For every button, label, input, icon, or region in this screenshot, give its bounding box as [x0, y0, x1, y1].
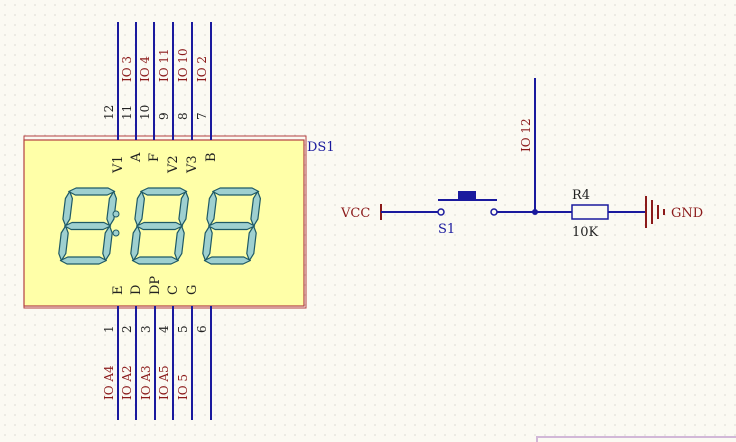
pin-number-2: 2 [120, 325, 134, 333]
pin-name-d: D [129, 285, 144, 295]
digit-1-segment-d [59, 256, 108, 265]
net-label-io4: IO 4 [138, 56, 152, 82]
digit-3-segment-e [202, 225, 213, 262]
switch-circuit: VCC S1 IO 12 R4 10K GND [340, 78, 703, 240]
pin-number-10: 10 [138, 105, 152, 120]
pin-name-f: F [147, 153, 162, 162]
switch-contact-left [437, 208, 445, 216]
digit-2-segment-a [140, 187, 188, 196]
resistor-value: 10K [572, 225, 599, 240]
pin-number-1: 1 [102, 325, 116, 333]
digit-1-segment-a [68, 187, 116, 196]
net-label-ioa5: IO A5 [157, 365, 171, 400]
pushbutton-switch[interactable] [437, 191, 498, 216]
net-label-ioa3: IO A3 [139, 365, 153, 400]
top-pins: 12 11 10 9 8 7 V1 A F V2 V3 B IO 3 IO 4 … [102, 22, 219, 174]
net-label-io12: IO 12 [519, 118, 533, 152]
net-label-io3: IO 3 [120, 56, 134, 82]
pin-name-dp: DP [148, 276, 163, 295]
pin-number-5: 5 [176, 325, 190, 333]
pin-name-e: E [111, 286, 126, 296]
digit-3-segment-a [212, 187, 260, 196]
pin-name-v1: V1 [111, 155, 126, 174]
bottom-pins: 1 2 3 4 5 6 E D DP C G IO A4 IO A2 IO A3… [102, 276, 212, 420]
pin-name-v2: V2 [166, 155, 181, 174]
pin-name-c: C [166, 285, 181, 295]
resistor-body[interactable] [571, 204, 609, 220]
net-label-io2: IO 2 [195, 56, 209, 82]
net-label-ioa2: IO A2 [120, 365, 134, 400]
net-label-io5: IO 5 [176, 374, 190, 400]
switch-designator: S1 [438, 222, 455, 237]
pin-number-6: 6 [195, 325, 209, 333]
digit-2-segment-e [130, 225, 141, 262]
digit-3-segment-g [208, 221, 256, 231]
ground-icon [645, 196, 665, 228]
switch-contact-right [490, 208, 498, 216]
pin-number-8: 8 [176, 112, 190, 120]
switch-button-cap [458, 191, 476, 200]
digits-group [58, 187, 261, 265]
seven-segment-display[interactable]: DS1 [23, 135, 335, 309]
digit-1-segment-g [63, 221, 112, 231]
gnd-label: GND [671, 206, 703, 221]
colon-dot-lower [112, 229, 120, 237]
vcc-label: VCC [340, 206, 370, 221]
pin-name-v3: V3 [185, 155, 200, 174]
display-designator: DS1 [307, 140, 335, 155]
net-label-ioa4: IO A4 [102, 365, 116, 400]
digit-2-segment-g [136, 221, 184, 231]
resistor-designator: R4 [572, 188, 590, 203]
digit-1-segment-e [58, 225, 69, 262]
pin-number-11: 11 [120, 105, 134, 120]
colon-dot-upper [112, 210, 120, 218]
junction-dot [532, 209, 538, 215]
pin-number-12: 12 [102, 105, 116, 120]
pin-number-7: 7 [195, 112, 209, 120]
pin-name-b: B [204, 152, 219, 162]
digit-2-segment-d [131, 256, 179, 265]
pin-number-3: 3 [139, 325, 153, 333]
pin-name-g: G [185, 285, 200, 295]
pin-number-9: 9 [157, 112, 171, 120]
net-label-io10: IO 10 [176, 48, 190, 82]
net-label-io11: IO 11 [157, 48, 171, 82]
digit-3-segment-d [203, 256, 251, 265]
pin-number-4: 4 [157, 325, 171, 333]
pin-name-a: A [129, 152, 144, 163]
